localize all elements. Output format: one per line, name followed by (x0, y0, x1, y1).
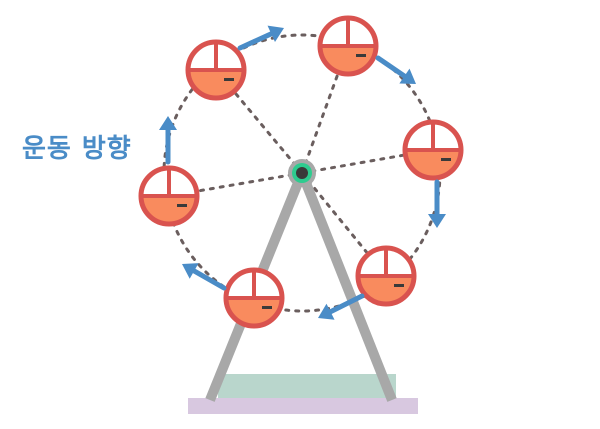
base-platform-bottom (188, 398, 418, 414)
direction-arrow (428, 179, 446, 228)
direction-arrow (182, 263, 227, 291)
cabins (138, 15, 464, 329)
cabin (223, 267, 285, 329)
direction-arrow (159, 116, 177, 165)
cabin (355, 245, 417, 307)
direction-label: 운동 방향 (22, 134, 132, 164)
hub-center (296, 167, 308, 179)
cabin (138, 165, 200, 227)
cabin (402, 119, 464, 181)
base-platform-top (218, 374, 396, 400)
direction-arrow (237, 25, 284, 51)
direction-arrows (159, 25, 446, 320)
cabin (317, 15, 379, 77)
cabin (185, 39, 247, 101)
direction-arrow (375, 55, 416, 84)
direction-arrow (318, 293, 365, 320)
